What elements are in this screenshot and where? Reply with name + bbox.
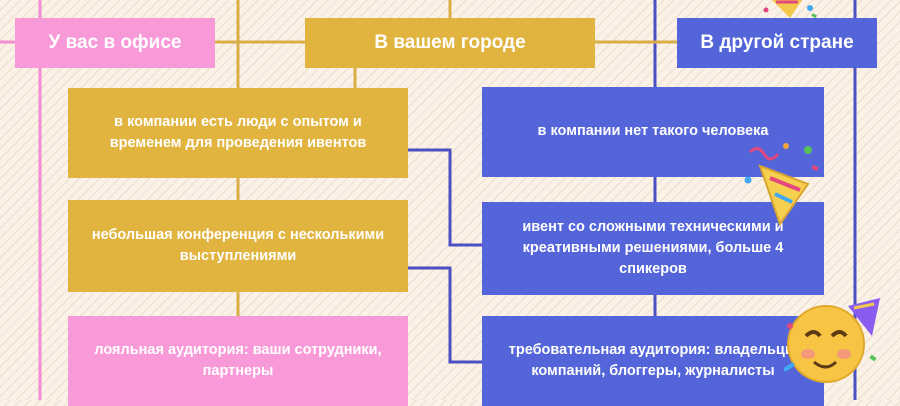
cell-office-event: небольшая конференция с несколькими выст… — [68, 200, 408, 292]
elbow-connector-2 — [408, 266, 482, 364]
cell-country-audience: требовательная аудитория: владельцы комп… — [482, 316, 824, 406]
cell-country-event: ивент со сложными техническими и креатив… — [482, 202, 824, 295]
partying-face-icon — [784, 298, 880, 383]
header-city: В вашем городе — [305, 18, 595, 68]
cell-country-team: в компании нет такого человека — [482, 87, 824, 177]
header-country: В другой стране — [677, 18, 877, 68]
header-office: У вас в офисе — [15, 18, 215, 68]
elbow-connector-1 — [408, 148, 482, 247]
party-popper-icon — [744, 143, 819, 226]
cell-office-team: в компании есть люди с опытом и временем… — [68, 88, 408, 178]
cell-office-audience: лояльная аудитория: ваши сотрудники, пар… — [68, 316, 408, 406]
party-popper-icon — [763, 0, 818, 19]
